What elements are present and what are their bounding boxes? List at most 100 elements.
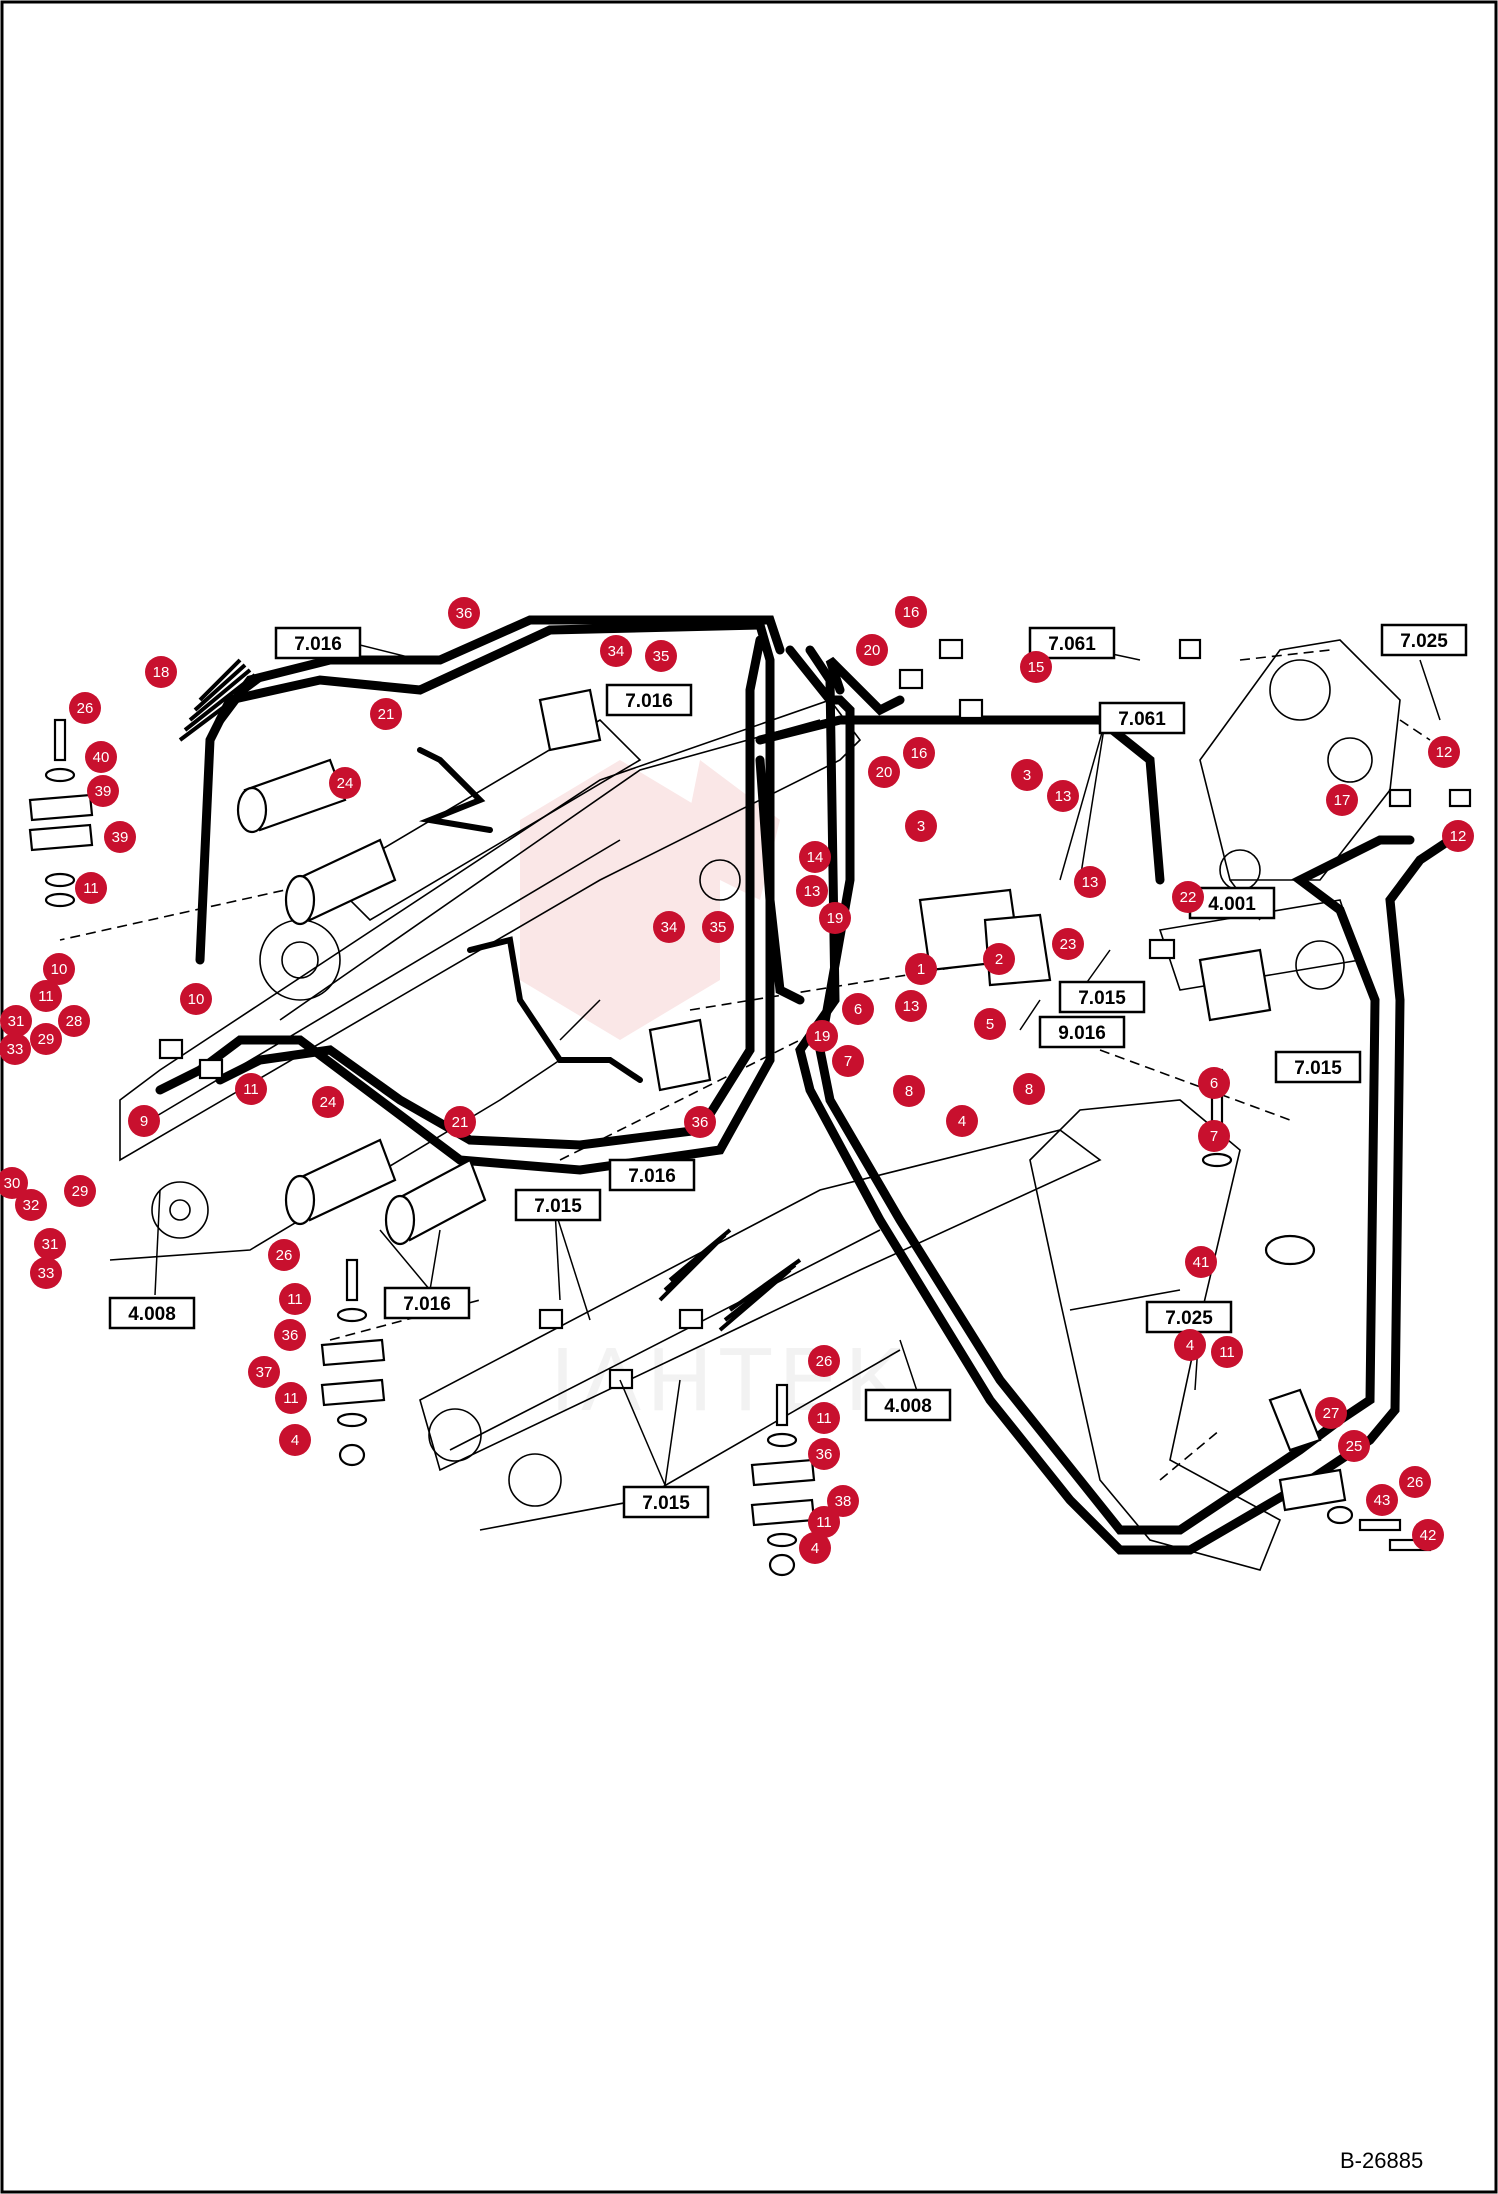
callout-number: 35 [710,919,727,936]
callout-number: 17 [1334,792,1351,809]
callout-badge [903,737,935,769]
part-callout: 11 [808,1506,840,1538]
part-callout: 17 [1326,784,1358,816]
callout-number: 13 [903,998,920,1015]
callout-badge [30,1257,62,1289]
reference-box: 7.016 [608,1158,696,1192]
callout-number: 4 [958,1113,966,1130]
reference-box-label: 7.061 [1118,709,1166,730]
part-callout: 4 [946,1105,978,1137]
part-callout: 4 [279,1424,311,1456]
reference-box: 7.015 [1274,1050,1362,1084]
callout-number: 31 [8,1013,25,1030]
part-callout: 7 [1198,1120,1230,1152]
callout-number: 24 [337,775,354,792]
part-callout: 37 [248,1356,280,1388]
callout-number: 35 [653,648,670,665]
part-callout: 33 [30,1257,62,1289]
part-callout: 27 [1315,1397,1347,1429]
callout-badge [1338,1430,1370,1462]
callout-badge [796,875,828,907]
watermark: ΙΛΗΤΕΚ [520,760,905,1430]
part-callout: 11 [808,1402,840,1434]
reference-box-frame [274,626,362,660]
callout-badge [974,1008,1006,1040]
callout-badge [268,1239,300,1271]
part-callout: 18 [145,656,177,688]
callout-number: 26 [77,700,94,717]
callout-number: 3 [1023,767,1031,784]
callout-number: 26 [276,1247,293,1264]
reference-box-frame [608,1158,696,1192]
callout-badge [868,756,900,788]
callout-badge [684,1106,716,1138]
callout-badge [145,656,177,688]
callout-number: 4 [811,1540,819,1557]
callout-number: 30 [4,1175,21,1192]
callout-badge [104,821,136,853]
reference-box: 7.016 [605,683,693,717]
reference-box: 9.016 [1038,1015,1126,1049]
part-callout: 16 [903,737,935,769]
callout-number: 36 [692,1114,709,1131]
reference-box-frame [1038,1015,1126,1049]
callout-number: 11 [287,1291,303,1308]
callout-number: 33 [38,1265,55,1282]
callout-badge [1366,1484,1398,1516]
reference-box-frame [1274,1050,1362,1084]
reference-box-label: 7.016 [625,691,673,712]
callout-number: 4 [1186,1337,1194,1354]
reference-box: 7.016 [274,626,362,660]
callout-number: 13 [1055,788,1072,805]
reference-box-label: 4.008 [128,1304,176,1325]
reference-box-label: 7.016 [403,1294,451,1315]
callout-badge [1442,820,1474,852]
callout-number: 33 [7,1041,24,1058]
callout-number: 25 [1346,1438,1363,1455]
part-callout: 26 [1399,1466,1431,1498]
callout-number: 27 [1323,1405,1340,1422]
part-callout: 35 [645,640,677,672]
callout-number: 39 [112,829,129,846]
part-callout: 26 [69,692,101,724]
callout-badge [799,1532,831,1564]
reference-box-label: 4.001 [1208,894,1256,915]
callout-badge [1074,866,1106,898]
callout-badge [946,1105,978,1137]
part-callout: 36 [448,597,480,629]
callout-number: 34 [661,919,678,936]
part-callout: 13 [1074,866,1106,898]
callout-badge [600,635,632,667]
callout-number: 24 [320,1094,337,1111]
callout-number: 11 [1219,1344,1235,1361]
part-callout: 15 [1020,651,1052,683]
callout-badge [856,634,888,666]
part-callout: 26 [808,1345,840,1377]
part-callout: 26 [268,1239,300,1271]
reference-box-label: 9.016 [1058,1023,1106,1044]
callout-badge [1315,1397,1347,1429]
part-callout: 19 [806,1020,838,1052]
callout-number: 9 [140,1113,148,1130]
callout-badge [1198,1120,1230,1152]
part-callout: 31 [0,1005,32,1037]
callout-number: 12 [1436,744,1453,761]
callout-badge [1198,1067,1230,1099]
part-callout: 38 [827,1485,859,1517]
callout-number: 36 [282,1327,299,1344]
callout-number: 21 [378,706,395,723]
callout-badge [645,640,677,672]
part-callout: 30 [0,1167,28,1199]
part-callout: 29 [64,1175,96,1207]
callout-number: 16 [903,604,920,621]
reference-box-frame [1380,623,1468,657]
callout-number: 15 [1028,659,1045,676]
part-callout: 28 [58,1005,90,1037]
callout-number: 11 [38,988,54,1005]
reference-box-label: 7.025 [1400,631,1448,652]
reference-box-frame [1028,626,1116,660]
callout-number: 14 [807,849,824,866]
